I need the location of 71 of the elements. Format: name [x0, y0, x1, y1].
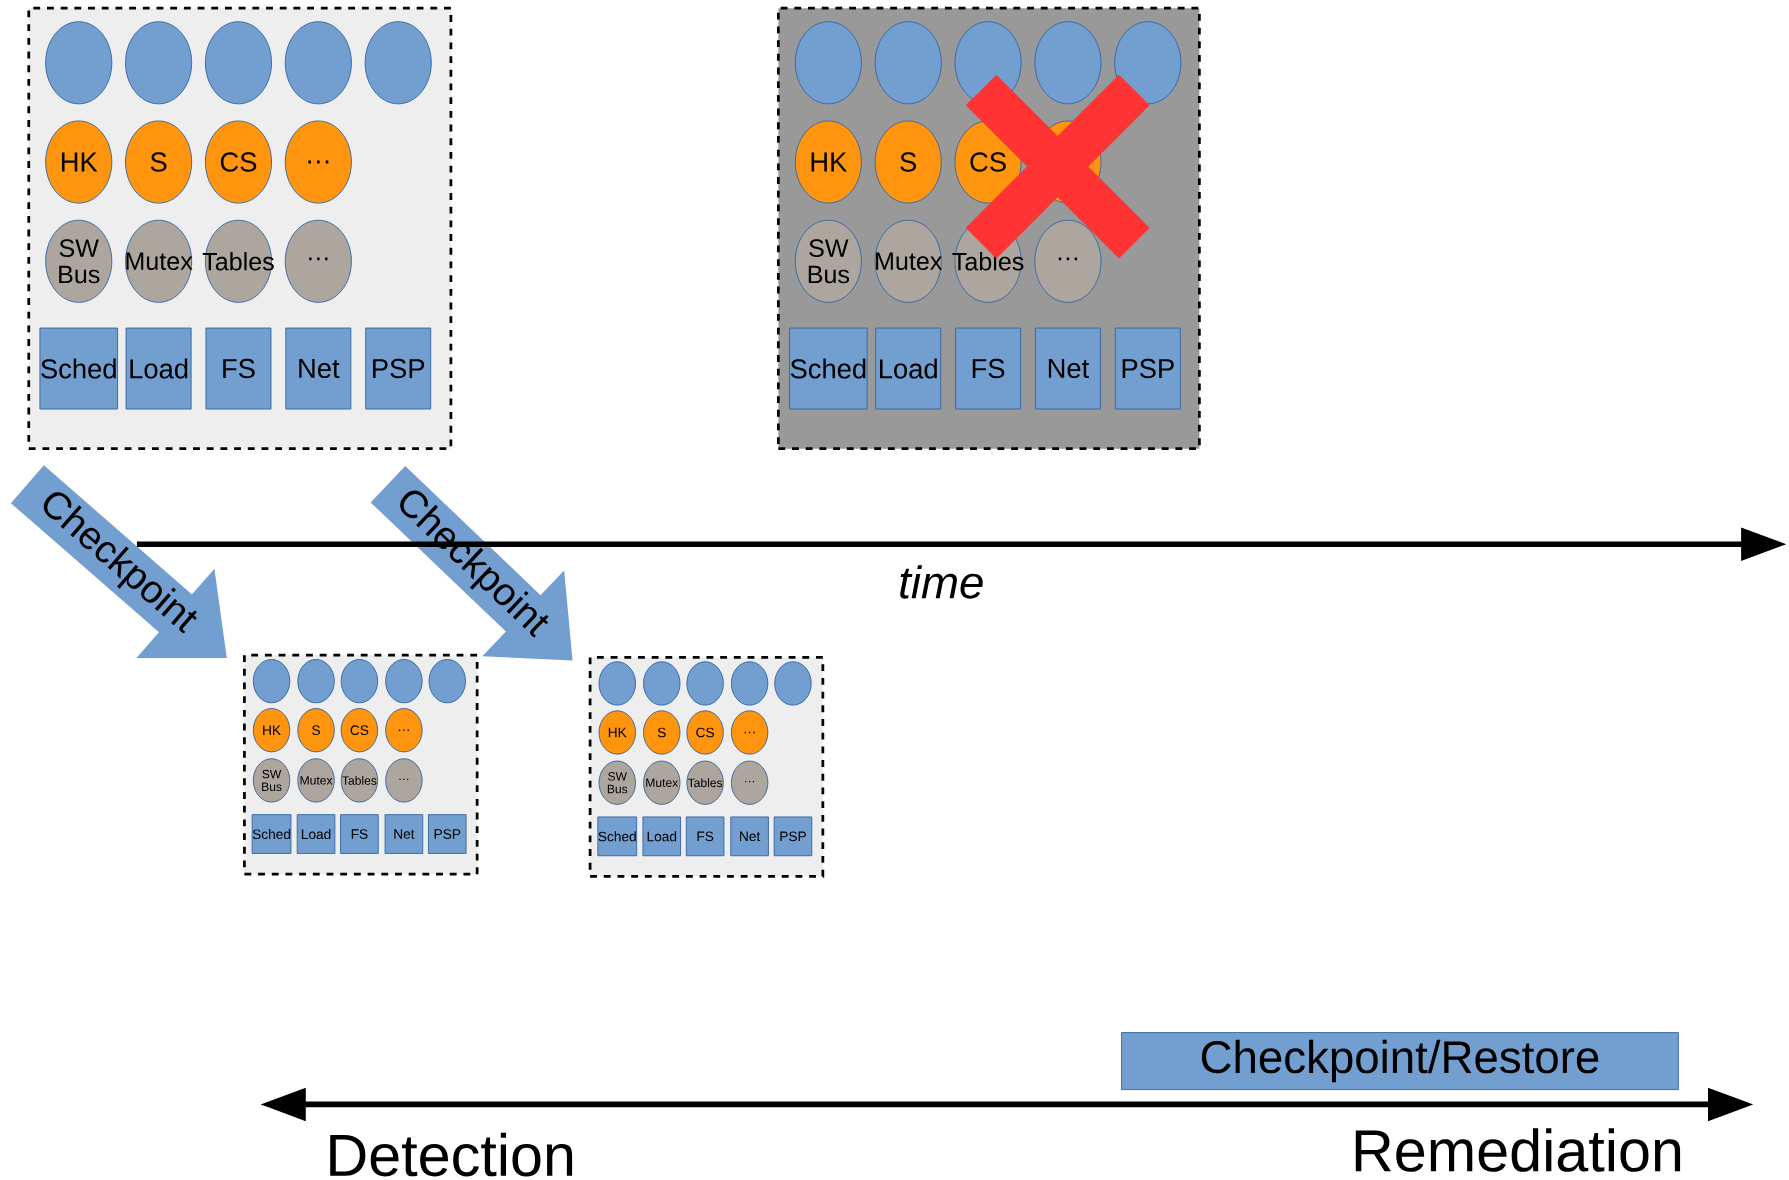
ellipse-node: CS: [686, 710, 724, 755]
ellipse-node: [686, 661, 724, 706]
module-box: FS: [340, 814, 379, 854]
ellipse-node: …: [730, 710, 769, 755]
ellipse-node: [340, 659, 379, 704]
ellipse-node: HK: [598, 710, 636, 755]
ellipse-node: …: [385, 758, 423, 803]
ellipse-node: …: [1034, 219, 1102, 303]
ellipse-node: SW Bus: [598, 760, 636, 805]
module-box: Net: [730, 816, 769, 857]
ellipse-node: [643, 661, 681, 706]
ellipse-node: …: [284, 120, 352, 204]
module-box: Net: [1034, 327, 1101, 410]
ellipse-node: SW Bus: [794, 219, 862, 303]
ellipse-node: [730, 661, 769, 706]
module-box: Sched: [251, 814, 292, 854]
ellipse-node: [284, 21, 352, 105]
module-box: Load: [125, 327, 192, 410]
ellipse-node: HK: [45, 120, 113, 204]
ellipse-node: S: [297, 708, 335, 753]
ellipse-node: …: [284, 219, 352, 303]
module-box: FS: [955, 327, 1022, 410]
ellipse-node: [1114, 21, 1182, 105]
module-box: Load: [296, 814, 336, 854]
ellipse-node: CS: [204, 120, 272, 204]
ellipse-node: [125, 21, 193, 105]
axis-label: Detection: [330, 1133, 573, 1177]
ellipse-node: [252, 659, 291, 704]
ellipse-node: Tables: [340, 758, 379, 803]
ellipse-node: …: [730, 760, 769, 805]
ellipse-node: SW Bus: [45, 219, 113, 303]
label-box: Checkpoint/Restore: [1121, 1032, 1679, 1091]
ellipse-node: [45, 21, 113, 105]
ellipse-node: [774, 661, 812, 706]
module-box: Sched: [597, 816, 638, 857]
ellipse-node: Tables: [686, 760, 724, 805]
module-box: Sched: [789, 327, 868, 410]
module-box: FS: [205, 327, 272, 410]
ellipse-node: [598, 661, 636, 706]
module-box: Load: [875, 327, 942, 410]
module-box: PSP: [427, 814, 467, 854]
ellipse-node: HK: [794, 120, 862, 204]
axis-label: time: [900, 565, 983, 599]
module-box: PSP: [1114, 327, 1181, 410]
ellipse-node: Mutex: [297, 758, 335, 803]
ellipse-node: CS: [340, 708, 379, 753]
ellipse-node: S: [874, 120, 942, 204]
module-box: Load: [642, 816, 682, 857]
ellipse-node: [297, 659, 335, 704]
ellipse-node: Mutex: [874, 219, 943, 303]
ellipse-node: …: [385, 708, 423, 753]
module-box: PSP: [773, 816, 813, 857]
module-box: Net: [285, 327, 352, 410]
ellipse-node: [874, 21, 942, 105]
ellipse-node: S: [125, 120, 193, 204]
ellipse-node: [1034, 21, 1102, 105]
ellipse-node: S: [643, 710, 681, 755]
ellipse-node: Mutex: [643, 760, 681, 805]
module-box: FS: [685, 816, 725, 857]
module-box: PSP: [365, 327, 432, 410]
ellipse-node: HK: [252, 708, 291, 753]
ellipse-node: Mutex: [125, 219, 193, 303]
module-box: Net: [384, 814, 424, 854]
ellipse-node: [385, 659, 423, 704]
ellipse-node: [204, 21, 272, 105]
ellipse-node: Tables: [202, 219, 274, 303]
module-box: Sched: [39, 327, 118, 410]
ellipse-node: SW Bus: [252, 758, 291, 803]
ellipse-node: [364, 21, 432, 105]
ellipse-node: [428, 659, 466, 704]
ellipse-node: [794, 21, 862, 105]
